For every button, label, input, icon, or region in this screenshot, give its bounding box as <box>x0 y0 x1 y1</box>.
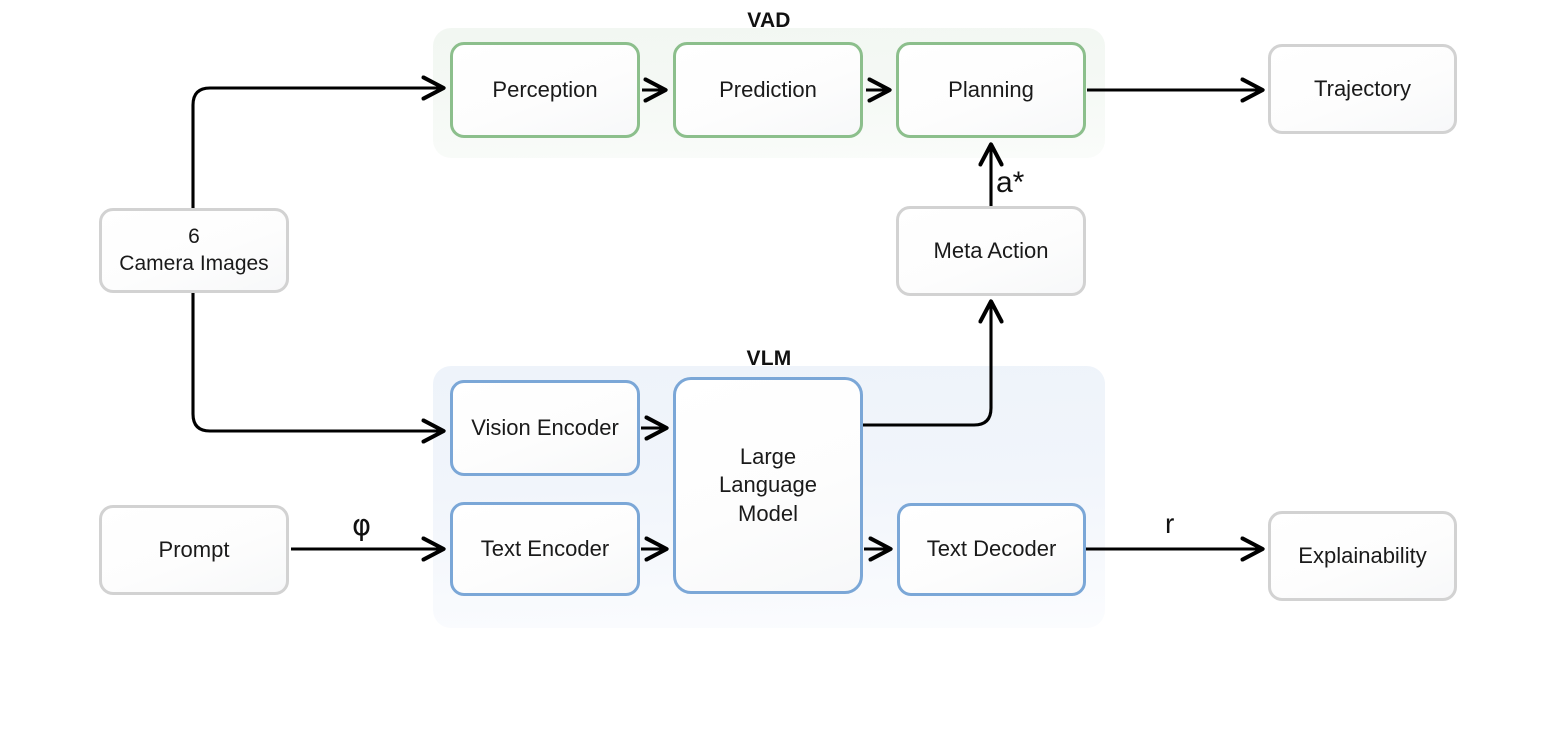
text-decoder-label: Text Decoder <box>926 536 1057 562</box>
node-camera-images[interactable]: 6 Camera Images <box>99 208 289 293</box>
node-prediction[interactable]: Prediction <box>673 42 863 138</box>
perception-label: Perception <box>492 76 598 102</box>
node-text-encoder[interactable]: Text Encoder <box>450 502 640 596</box>
node-trajectory[interactable]: Trajectory <box>1268 44 1457 134</box>
llm-label-line2: Language <box>719 472 817 498</box>
node-vision-encoder[interactable]: Vision Encoder <box>450 380 640 476</box>
node-explainability[interactable]: Explainability <box>1268 511 1457 601</box>
edge-llm-to-meta-action <box>863 299 1004 427</box>
edge-camera-to-perception <box>191 75 446 288</box>
planning-label: Planning <box>948 76 1034 102</box>
prediction-label: Prediction <box>719 76 817 102</box>
meta-action-label: Meta Action <box>933 237 1049 263</box>
edge-label-r: r <box>1165 508 1175 539</box>
node-meta-action[interactable]: Meta Action <box>896 206 1086 296</box>
edge-label-phi: φ <box>352 508 372 542</box>
edge-label-a-star: a* <box>996 166 1025 199</box>
trajectory-label: Trajectory <box>1314 75 1411 101</box>
node-large-language-model[interactable]: Large Language Model <box>673 377 863 594</box>
text-encoder-label: Text Encoder <box>480 535 610 561</box>
camera-images-count: 6 <box>188 224 200 248</box>
vlm-panel-title: VLM <box>746 347 792 370</box>
vision-encoder-label: Vision Encoder <box>471 414 619 440</box>
camera-images-label: Camera Images <box>119 251 269 275</box>
explainability-label: Explainability <box>1298 542 1427 568</box>
vad-panel-title: VAD <box>747 9 791 32</box>
node-prompt[interactable]: Prompt <box>99 505 289 595</box>
edge-camera-to-vision-encoder <box>191 208 446 444</box>
llm-label-line3: Model <box>738 500 798 526</box>
node-perception[interactable]: Perception <box>450 42 640 138</box>
prompt-label: Prompt <box>158 536 230 562</box>
llm-label-line1: Large <box>739 444 797 470</box>
node-planning[interactable]: Planning <box>896 42 1086 138</box>
node-text-decoder[interactable]: Text Decoder <box>897 503 1086 596</box>
